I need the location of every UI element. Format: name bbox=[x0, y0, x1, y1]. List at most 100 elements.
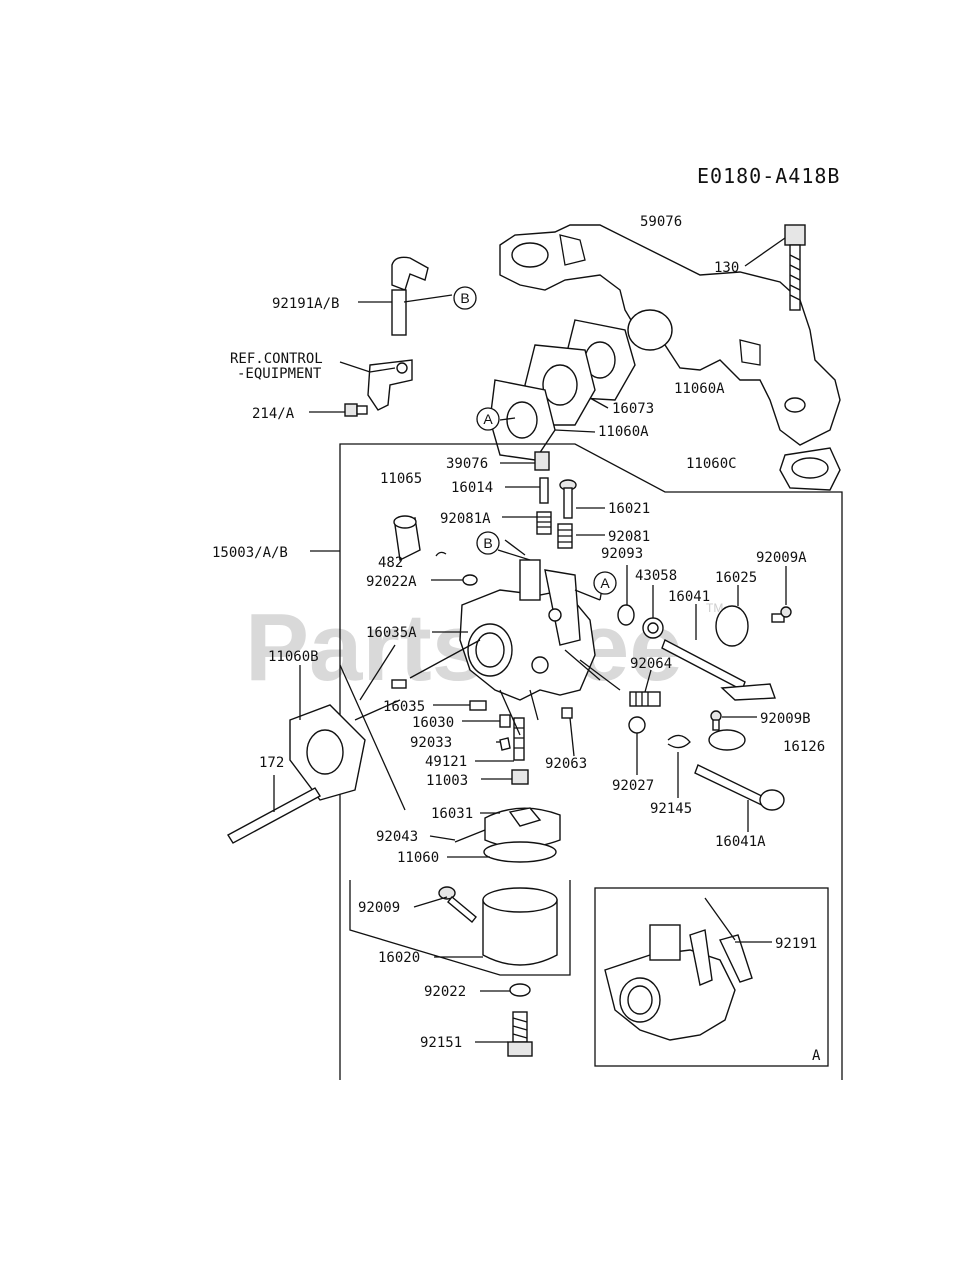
label-11060a-right: 11060A bbox=[674, 381, 725, 397]
label-ref-equipment: -EQUIPMENT bbox=[237, 366, 322, 382]
shaft-16041a[interactable] bbox=[694, 764, 785, 811]
assembly-boundary bbox=[339, 443, 843, 1080]
carburetor-body[interactable] bbox=[459, 559, 596, 701]
bolt-130[interactable] bbox=[784, 224, 806, 311]
pin-92033[interactable] bbox=[499, 737, 511, 751]
leader-lines bbox=[273, 237, 787, 1043]
callout-b-carb: B bbox=[476, 531, 500, 555]
screw-214a[interactable] bbox=[344, 403, 368, 417]
jet-16035[interactable] bbox=[469, 700, 487, 711]
clip-482[interactable] bbox=[435, 551, 447, 557]
spring-92081a[interactable] bbox=[536, 511, 552, 535]
washer-92022[interactable] bbox=[509, 983, 531, 997]
stud-172[interactable] bbox=[227, 787, 321, 844]
label-16126: 16126 bbox=[783, 739, 825, 755]
nozzle-49121[interactable] bbox=[513, 717, 525, 761]
label-16014: 16014 bbox=[451, 480, 493, 496]
manifold-gaskets[interactable] bbox=[489, 319, 636, 461]
svg-text:B: B bbox=[483, 535, 492, 551]
label-16035: 16035 bbox=[383, 699, 425, 715]
label-92145: 92145 bbox=[650, 801, 692, 817]
cap-43058[interactable] bbox=[642, 617, 664, 639]
float-bowl-16020[interactable] bbox=[482, 887, 558, 966]
bowl-bracket-lines bbox=[349, 880, 571, 976]
screw-92009b[interactable] bbox=[710, 710, 722, 731]
label-92009a: 92009A bbox=[756, 550, 807, 566]
screw-92009[interactable] bbox=[438, 886, 477, 923]
label-16073: 16073 bbox=[612, 401, 654, 417]
label-92009b: 92009B bbox=[760, 711, 811, 727]
label-11060b: 11060B bbox=[268, 649, 319, 665]
label-92191ab: 92191A/B bbox=[272, 296, 339, 312]
valve-16126[interactable] bbox=[708, 729, 746, 751]
label-16020: 16020 bbox=[378, 950, 420, 966]
svg-text:B: B bbox=[460, 290, 469, 306]
label-11060c: 11060C bbox=[686, 456, 737, 472]
jet-16035a[interactable] bbox=[391, 679, 407, 689]
spring-92081[interactable] bbox=[557, 523, 573, 549]
valve-16025[interactable] bbox=[715, 605, 749, 647]
collar-11065[interactable] bbox=[393, 515, 421, 562]
pin-92043[interactable] bbox=[454, 829, 486, 843]
label-16035a: 16035A bbox=[366, 625, 417, 641]
callout-a-carb: A bbox=[593, 571, 617, 595]
label-92022a: 92022A bbox=[366, 574, 417, 590]
label-92081: 92081 bbox=[608, 529, 650, 545]
watermark-trademark: TM bbox=[706, 601, 723, 615]
label-92093: 92093 bbox=[601, 546, 643, 562]
washer-92027[interactable] bbox=[628, 716, 646, 734]
label-92009: 92009 bbox=[358, 900, 400, 916]
label-39076: 39076 bbox=[446, 456, 488, 472]
label-92063: 92063 bbox=[545, 756, 587, 772]
label-92151: 92151 bbox=[420, 1035, 462, 1051]
callout-b-top: B bbox=[453, 286, 477, 310]
label-92043: 92043 bbox=[376, 829, 418, 845]
oring-92093[interactable] bbox=[617, 604, 635, 626]
callout-a-top: A bbox=[476, 407, 500, 431]
label-92081a: 92081A bbox=[440, 511, 491, 527]
label-482: 482 bbox=[378, 555, 403, 571]
bolt-92151[interactable] bbox=[507, 1011, 533, 1057]
pilot-jet-16014[interactable] bbox=[539, 477, 549, 504]
elbow-fitting[interactable] bbox=[391, 256, 429, 336]
svg-text:A: A bbox=[483, 411, 493, 427]
label-16041: 16041 bbox=[668, 589, 710, 605]
label-92191: 92191 bbox=[775, 936, 817, 952]
label-11065: 11065 bbox=[380, 471, 422, 487]
label-59076: 59076 bbox=[640, 214, 682, 230]
label-11060a: 11060A bbox=[598, 424, 649, 440]
gasket-11060b[interactable] bbox=[289, 704, 366, 801]
label-43058: 43058 bbox=[635, 568, 677, 584]
exhaust-manifold[interactable] bbox=[499, 224, 841, 491]
shaft-16041[interactable] bbox=[661, 639, 776, 701]
label-11003: 11003 bbox=[426, 773, 468, 789]
control-bracket[interactable] bbox=[367, 359, 413, 411]
gasket-11060[interactable] bbox=[483, 841, 557, 863]
screw-92064[interactable] bbox=[629, 691, 661, 707]
washer-92022a[interactable] bbox=[462, 574, 478, 586]
inset-label: A bbox=[812, 1048, 821, 1064]
holder-16030[interactable] bbox=[499, 714, 511, 728]
label-ref-control: REF.CONTROL bbox=[230, 351, 323, 367]
inset-view-a: A bbox=[594, 887, 829, 1067]
label-15003ab: 15003/A/B bbox=[212, 545, 288, 561]
label-16021: 16021 bbox=[608, 501, 650, 517]
jet-11003[interactable] bbox=[511, 769, 529, 785]
label-16031: 16031 bbox=[431, 806, 473, 822]
label-16025: 16025 bbox=[715, 570, 757, 586]
svg-text:A: A bbox=[600, 575, 610, 591]
label-172: 172 bbox=[259, 755, 284, 771]
label-92027: 92027 bbox=[612, 778, 654, 794]
screw-92009a[interactable] bbox=[771, 606, 792, 623]
screw-92063[interactable] bbox=[561, 707, 573, 719]
label-49121: 49121 bbox=[425, 754, 467, 770]
part-labels: 59076 130 92191A/B REF.CONTROL -EQUIPMEN… bbox=[212, 214, 825, 1051]
diagram-code: E0180-A418B bbox=[697, 164, 840, 188]
screw-16021[interactable] bbox=[559, 479, 577, 519]
spring-92145[interactable] bbox=[667, 734, 691, 749]
label-16041a: 16041A bbox=[715, 834, 766, 850]
needle-39076[interactable] bbox=[534, 451, 550, 471]
label-11060: 11060 bbox=[397, 850, 439, 866]
label-92064: 92064 bbox=[630, 656, 672, 672]
